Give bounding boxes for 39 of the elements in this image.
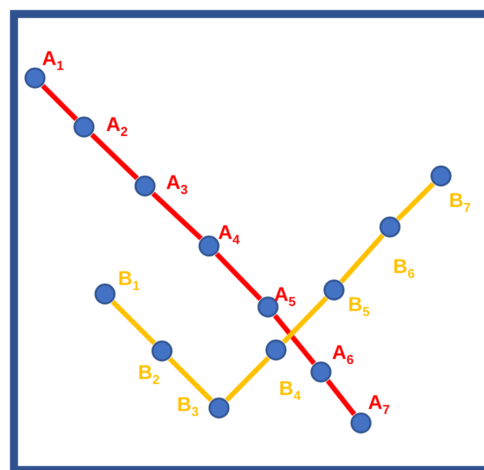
point-marker <box>323 279 345 301</box>
point-label: A$_{5}$ <box>274 284 296 311</box>
line-segment <box>282 296 328 344</box>
point-marker <box>134 175 156 197</box>
line-segment <box>396 182 435 221</box>
line-segment <box>111 300 156 345</box>
point-marker <box>198 235 220 257</box>
point-label: A$_{6}$ <box>332 342 354 369</box>
line-segment <box>224 356 270 402</box>
point-label: B$_{4}$ <box>279 378 301 405</box>
line-segment <box>273 314 316 366</box>
point-marker <box>94 283 116 305</box>
point-marker <box>430 165 452 187</box>
line-segment <box>326 379 356 416</box>
point-marker <box>73 116 95 138</box>
line-segment <box>41 84 78 121</box>
line-segment <box>214 252 262 301</box>
point-label: B$_{3}$ <box>177 394 199 421</box>
point-label: A$_{7}$ <box>368 392 390 419</box>
point-label: B$_{5}$ <box>348 294 370 321</box>
point-label: B$_{7}$ <box>449 190 471 217</box>
line-segment <box>339 234 385 284</box>
point-label: B$_{6}$ <box>393 256 415 283</box>
point-marker <box>24 67 46 89</box>
line-segment <box>90 132 139 180</box>
point-marker <box>151 340 173 362</box>
point-label: A$_{2}$ <box>106 114 128 141</box>
line-segment <box>151 192 203 240</box>
point-label: B$_{1}$ <box>118 268 140 295</box>
point-marker <box>265 339 287 361</box>
point-marker <box>350 412 372 434</box>
point-label: A$_{4}$ <box>218 222 240 249</box>
point-label: A$_{1}$ <box>42 48 64 75</box>
point-label: B$_{2}$ <box>138 362 160 389</box>
line-segment <box>168 357 213 402</box>
point-marker <box>208 397 230 419</box>
point-marker <box>379 216 401 238</box>
point-marker <box>310 361 332 383</box>
point-label: A$_{3}$ <box>166 172 188 199</box>
